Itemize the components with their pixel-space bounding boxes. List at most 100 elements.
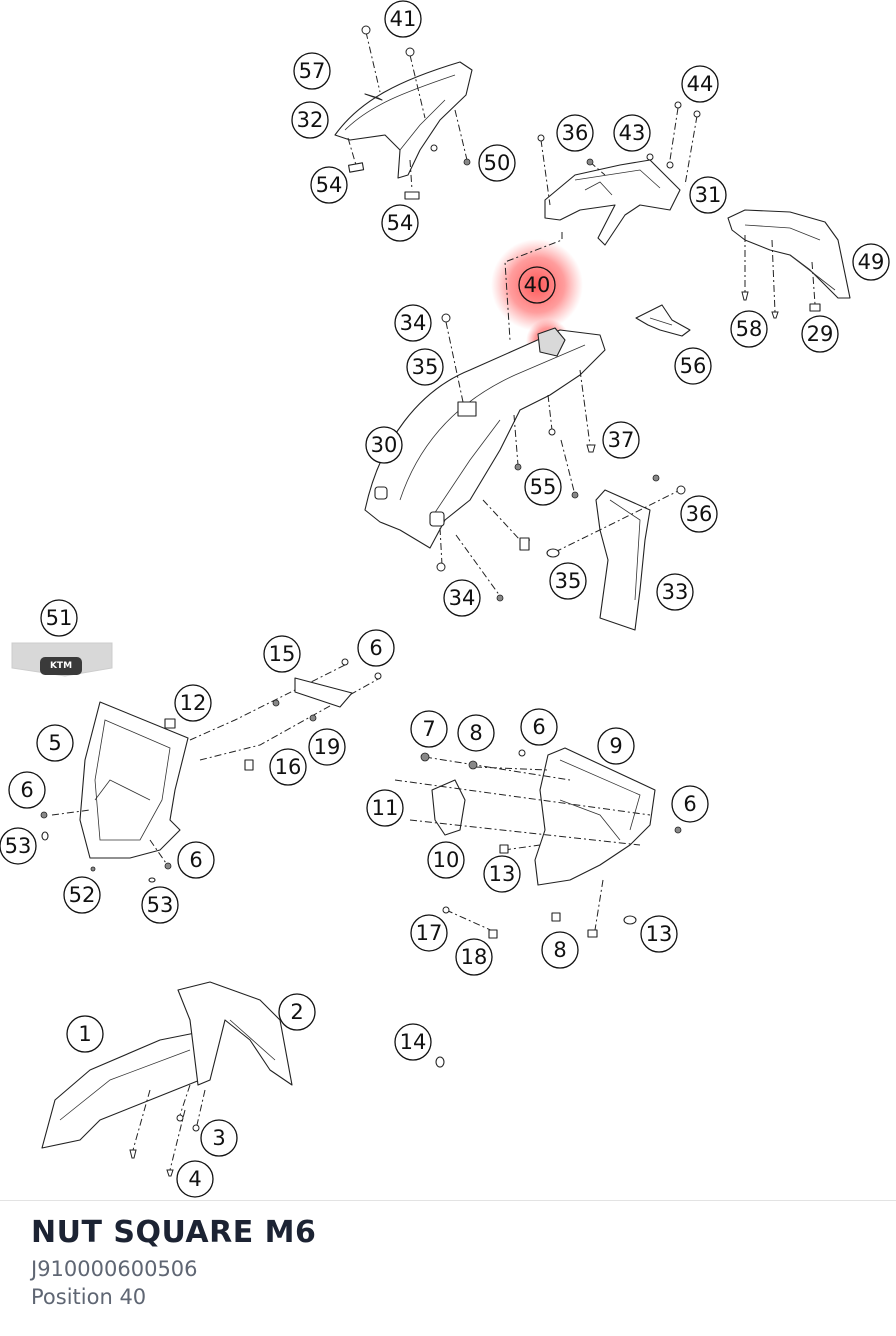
callout-label: 11 — [372, 796, 399, 820]
callout-label: 34 — [449, 586, 476, 610]
callout-label: 12 — [180, 691, 207, 715]
callout-57[interactable]: 57 — [293, 52, 331, 90]
callout-label: 31 — [695, 183, 722, 207]
callout-label: 6 — [683, 792, 696, 816]
callout-56[interactable]: 56 — [674, 347, 712, 385]
callout-7[interactable]: 7 — [410, 710, 448, 748]
bracket-56[interactable] — [635, 304, 691, 337]
callout-label: 8 — [469, 721, 482, 745]
sticker-51[interactable]: KTM — [11, 642, 113, 677]
callout-label: 6 — [532, 715, 545, 739]
callout-51[interactable]: 51 — [40, 599, 78, 637]
callout-55[interactable]: 55 — [524, 468, 562, 506]
callout-54[interactable]: 54 — [381, 204, 419, 242]
callout-40[interactable]: 40 — [518, 266, 556, 304]
callout-36[interactable]: 36 — [680, 495, 718, 533]
callout-35[interactable]: 35 — [549, 562, 587, 600]
callout-label: 2 — [290, 1000, 303, 1024]
callout-label: 50 — [484, 151, 511, 175]
callout-10[interactable]: 10 — [427, 841, 465, 879]
callout-label: 4 — [188, 1167, 201, 1191]
callout-5[interactable]: 5 — [36, 724, 74, 762]
callout-13[interactable]: 13 — [640, 915, 678, 953]
callout-17[interactable]: 17 — [410, 914, 448, 952]
front-fender-assembly[interactable] — [41, 981, 293, 1177]
callout-label: 57 — [299, 59, 326, 83]
mudflap-assembly[interactable] — [546, 474, 686, 631]
callout-33[interactable]: 33 — [656, 573, 694, 611]
callout-18[interactable]: 18 — [455, 938, 493, 976]
callout-label: 10 — [433, 848, 460, 872]
part-info-panel: NUT SQUARE M6 J910000600506 Position 40 — [0, 1200, 896, 1336]
part-name: NUT SQUARE M6 — [31, 1215, 317, 1250]
callout-6[interactable]: 6 — [8, 771, 46, 809]
callout-6[interactable]: 6 — [671, 785, 709, 823]
callout-label: 19 — [314, 735, 341, 759]
callout-41[interactable]: 41 — [384, 0, 422, 38]
callout-53[interactable]: 53 — [141, 886, 179, 924]
tail-light-assembly[interactable] — [727, 209, 851, 319]
callout-49[interactable]: 49 — [852, 243, 890, 281]
callout-14[interactable]: 14 — [394, 1023, 432, 1061]
callout-43[interactable]: 43 — [613, 114, 651, 152]
instrument-bracket-assembly[interactable] — [394, 747, 682, 1068]
callout-15[interactable]: 15 — [263, 635, 301, 673]
callout-6[interactable]: 6 — [357, 629, 395, 667]
callout-4[interactable]: 4 — [176, 1160, 214, 1198]
callout-label: 41 — [390, 7, 417, 31]
callout-32[interactable]: 32 — [291, 101, 329, 139]
callout-label: 6 — [369, 636, 382, 660]
callout-label: 6 — [20, 778, 33, 802]
callout-53[interactable]: 53 — [0, 827, 37, 865]
callout-34[interactable]: 34 — [394, 304, 432, 342]
callout-label: 32 — [297, 108, 324, 132]
callout-50[interactable]: 50 — [478, 144, 516, 182]
callout-52[interactable]: 52 — [63, 876, 101, 914]
callout-label: 56 — [680, 354, 707, 378]
callout-19[interactable]: 19 — [308, 728, 346, 766]
callout-1[interactable]: 1 — [66, 1015, 104, 1053]
callout-12[interactable]: 12 — [174, 684, 212, 722]
callout-6[interactable]: 6 — [177, 841, 215, 879]
rear-fender-assembly[interactable] — [364, 313, 606, 602]
callout-8[interactable]: 8 — [457, 714, 495, 752]
callout-16[interactable]: 16 — [269, 748, 307, 786]
callout-label: 44 — [687, 72, 714, 96]
callout-30[interactable]: 30 — [365, 426, 403, 464]
callout-35[interactable]: 35 — [406, 348, 444, 386]
callout-label: 52 — [69, 883, 96, 907]
callout-label: 58 — [736, 317, 763, 341]
callout-6[interactable]: 6 — [520, 708, 558, 746]
callout-label: 7 — [422, 717, 435, 741]
seat-cover-assembly[interactable] — [334, 25, 473, 200]
callout-13[interactable]: 13 — [483, 855, 521, 893]
callout-34[interactable]: 34 — [443, 579, 481, 617]
callout-label: 30 — [371, 433, 398, 457]
callout-44[interactable]: 44 — [681, 65, 719, 103]
callout-36[interactable]: 36 — [556, 114, 594, 152]
callout-2[interactable]: 2 — [278, 993, 316, 1031]
callout-8[interactable]: 8 — [541, 931, 579, 969]
part-position: Position 40 — [31, 1285, 147, 1309]
callout-37[interactable]: 37 — [602, 421, 640, 459]
callout-label: 34 — [400, 311, 427, 335]
headlight-mask-assembly[interactable] — [40, 658, 382, 883]
exploded-parts-diagram: KTM — [0, 0, 890, 1198]
callout-label: 35 — [412, 355, 439, 379]
callout-9[interactable]: 9 — [597, 727, 635, 765]
callout-54[interactable]: 54 — [310, 166, 348, 204]
callout-label: 36 — [686, 502, 713, 526]
callout-11[interactable]: 11 — [366, 789, 404, 827]
callout-label: 14 — [400, 1030, 427, 1054]
callout-label: 54 — [387, 211, 414, 235]
callout-3[interactable]: 3 — [200, 1119, 238, 1157]
callout-29[interactable]: 29 — [801, 315, 839, 353]
callout-label: 36 — [562, 121, 589, 145]
callout-label: 18 — [461, 945, 488, 969]
callout-label: 13 — [646, 922, 673, 946]
callout-label: 15 — [269, 642, 296, 666]
rear-carrier-assembly[interactable] — [504, 101, 701, 341]
callout-58[interactable]: 58 — [730, 310, 768, 348]
callout-31[interactable]: 31 — [689, 176, 727, 214]
callout-label: 43 — [619, 121, 646, 145]
